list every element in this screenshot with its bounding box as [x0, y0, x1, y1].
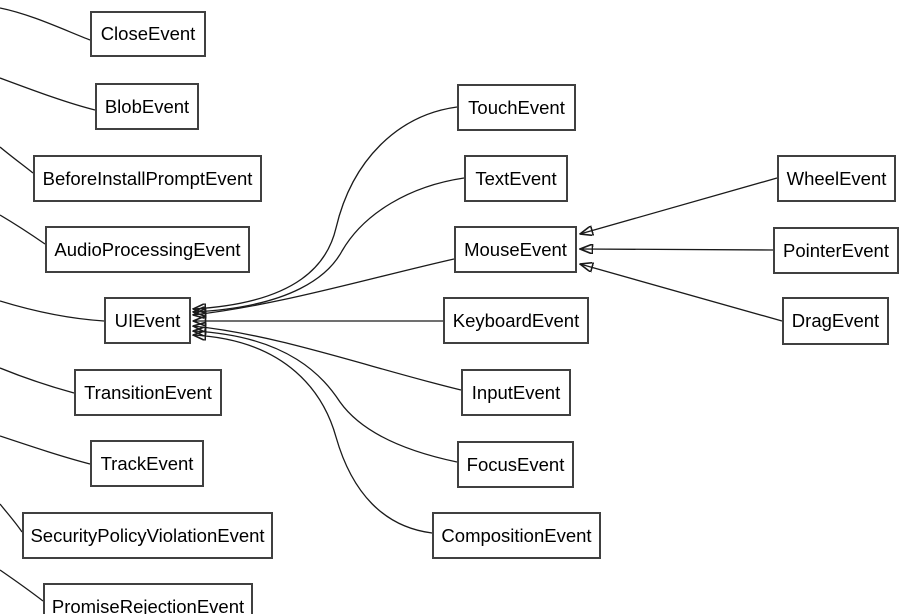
node-touchevent: TouchEvent	[457, 84, 576, 131]
edge-trackevent-to-offscreen-left	[0, 435, 91, 465]
node-label: PointerEvent	[783, 239, 889, 261]
node-label: FocusEvent	[466, 453, 565, 475]
edge-mouseevent-to-uievent	[193, 258, 455, 315]
node-trackevent: TrackEvent	[90, 440, 204, 487]
node-label: UIEvent	[114, 309, 181, 331]
edge-closeevent-to-offscreen-left	[0, 7, 91, 41]
edge-touchevent-to-uievent	[193, 106, 458, 309]
node-keyboardevent: KeyboardEvent	[443, 297, 589, 344]
node-dragevent: DragEvent	[782, 297, 889, 345]
edge-securitypolicyviolationevent-to-offscreen-left	[0, 503, 23, 533]
node-label: TrackEvent	[100, 452, 194, 474]
node-label: DragEvent	[791, 310, 880, 331]
node-label: AudioProcessingEvent	[54, 238, 241, 260]
node-wheelevent: WheelEvent	[777, 155, 896, 202]
node-label: BeforeInstallPromptEvent	[42, 167, 253, 189]
node-label: SecurityPolicyViolationEvent	[30, 524, 265, 546]
node-beforeinstallpromptevent: BeforeInstallPromptEvent	[33, 155, 262, 202]
node-focusevent: FocusEvent	[457, 441, 574, 488]
node-label: PromiseRejectionEvent	[51, 595, 245, 614]
node-transitionevent: TransitionEvent	[74, 369, 222, 416]
node-closeevent: CloseEvent	[90, 11, 206, 57]
node-label: WheelEvent	[786, 167, 887, 189]
edge-compositionevent-to-uievent	[193, 335, 433, 534]
edge-pointerevent-to-mouseevent	[580, 249, 774, 250]
node-inputevent: InputEvent	[461, 369, 571, 416]
node-label: CompositionEvent	[441, 524, 592, 546]
edge-blobevent-to-offscreen-left	[0, 77, 96, 111]
node-promiserejectionevent: PromiseRejectionEvent	[43, 583, 253, 614]
edge-audioprocessingevent-to-offscreen-left	[0, 214, 46, 245]
node-mouseevent: MouseEvent	[454, 226, 577, 273]
edge-dragevent-to-mouseevent	[580, 264, 783, 322]
node-audioprocessingevent: AudioProcessingEvent	[45, 226, 250, 273]
node-label: KeyboardEvent	[452, 309, 580, 331]
edge-inputevent-to-uievent	[193, 326, 462, 391]
edge-wheelevent-to-mouseevent	[580, 177, 778, 234]
node-label: TransitionEvent	[84, 381, 212, 403]
edge-promiserejectionevent-to-offscreen-left	[0, 569, 44, 602]
node-securitypolicyviolationevent: SecurityPolicyViolationEvent	[22, 512, 273, 559]
node-blobevent: BlobEvent	[95, 83, 199, 130]
node-label: MouseEvent	[464, 238, 567, 260]
edge-focusevent-to-uievent	[193, 331, 458, 463]
edge-transitionevent-to-offscreen-left	[0, 367, 75, 394]
edge-beforeinstallpromptevent-to-offscreen-left	[0, 146, 34, 174]
node-compositionevent: CompositionEvent	[432, 512, 601, 559]
node-label: BlobEvent	[104, 95, 190, 117]
node-label: CloseEvent	[100, 23, 196, 44]
node-uievent: UIEvent	[104, 297, 191, 344]
node-textevent: TextEvent	[464, 155, 568, 202]
edge-textevent-to-uievent	[193, 177, 465, 312]
node-label: InputEvent	[471, 381, 561, 403]
edge-uievent-to-offscreen-left	[0, 300, 105, 322]
node-label: TextEvent	[475, 167, 557, 189]
node-label: TouchEvent	[468, 96, 565, 118]
node-pointerevent: PointerEvent	[773, 227, 899, 274]
